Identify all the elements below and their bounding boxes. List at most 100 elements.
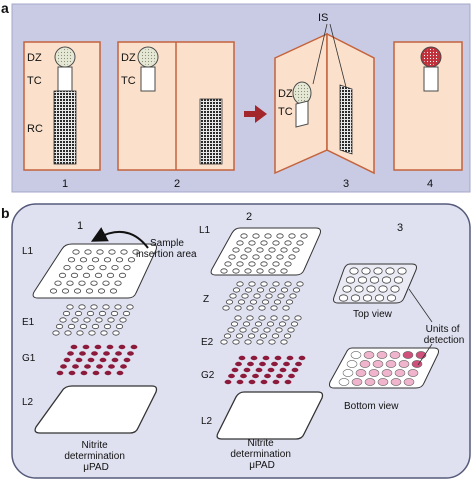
- l1-hole: [97, 288, 106, 294]
- bottom-view-well: [376, 351, 388, 359]
- l1-hole: [284, 240, 292, 246]
- g2-reagent-spot: [283, 361, 290, 367]
- l1-hole: [240, 233, 248, 239]
- top-view-well: [366, 285, 376, 293]
- g1-reagent-spot: [118, 344, 126, 350]
- l1-hole: [288, 254, 296, 260]
- g2-reagent-spot: [276, 373, 283, 379]
- bottom-view-well: [394, 369, 406, 377]
- g1-reagent-spot: [116, 370, 124, 376]
- col1-layer-l2-label: L2: [22, 397, 34, 408]
- e2-spot: [268, 339, 276, 345]
- col1-e1-spots: [52, 304, 134, 336]
- l1-hole: [66, 280, 74, 286]
- col2-z-spots: [222, 281, 304, 311]
- step1-dz-texture: [57, 49, 73, 65]
- z-spot: [292, 287, 301, 293]
- step2-dz-texture: [140, 49, 156, 65]
- e2-spot: [230, 321, 239, 327]
- l1-hole: [232, 247, 240, 253]
- z-spot: [244, 287, 253, 293]
- l1-hole: [236, 240, 244, 246]
- l1-hole: [108, 249, 116, 255]
- fold-arrow: [244, 105, 267, 123]
- l1-hole: [276, 233, 284, 239]
- top-view-well: [393, 276, 404, 284]
- g2-reagent-spot: [231, 367, 239, 373]
- e2-spot: [239, 327, 247, 333]
- units-of-detection-label: Units of detection: [424, 324, 465, 346]
- is-pointer-1: [312, 23, 328, 85]
- l1-hole: [272, 240, 280, 246]
- z-spot: [270, 305, 278, 311]
- column-3-views: Top view Bottom view Units of detection: [329, 263, 465, 412]
- g1-reagent-spot: [99, 357, 107, 363]
- l1-hole: [75, 264, 83, 271]
- g1-reagent-spot: [70, 344, 78, 350]
- l1-hole: [79, 257, 88, 263]
- e1-spot: [90, 304, 98, 310]
- g2-reagent-spot: [238, 355, 246, 361]
- e2-spot: [290, 321, 299, 327]
- l1-hole: [256, 268, 264, 274]
- g1-reagent-spot: [127, 351, 134, 356]
- g1-reagent-spot: [63, 357, 71, 363]
- g1-reagent-spot: [68, 370, 76, 376]
- z-spot: [229, 293, 237, 299]
- g2-reagent-spot: [272, 379, 280, 385]
- e2-spot: [283, 333, 292, 339]
- z-spot: [232, 287, 241, 293]
- g2-reagent-spot: [291, 367, 299, 373]
- z-spot: [296, 281, 304, 287]
- col1-layer-g1-label: G1: [22, 353, 36, 364]
- z-spot: [289, 293, 297, 299]
- l1-hole: [103, 257, 112, 263]
- e1-spot: [107, 317, 115, 323]
- l1-hole: [268, 268, 276, 274]
- g2-reagent-spot: [248, 379, 256, 385]
- g2-reagent-spot: [274, 355, 282, 361]
- bottom-view-well: [398, 360, 410, 368]
- l1-hole: [114, 280, 122, 286]
- l1-hole: [268, 247, 276, 253]
- g2-reagent-spot: [288, 373, 295, 379]
- l1-hole: [284, 261, 292, 267]
- z-spot: [253, 293, 261, 299]
- top-view-label: Top view: [353, 309, 393, 320]
- e2-spot: [256, 339, 264, 345]
- g2-reagent-spot: [260, 379, 268, 385]
- top-view-wells: [338, 267, 407, 302]
- l1-hole: [132, 249, 140, 255]
- column-2-number: 2: [246, 211, 252, 223]
- z-spot: [236, 281, 244, 287]
- z-spot: [258, 305, 266, 311]
- top-view-well: [349, 267, 359, 275]
- l1-hole: [248, 240, 256, 246]
- g1-reagent-spot: [106, 344, 114, 350]
- step3-transport-channel: [295, 100, 309, 128]
- top-view-well: [390, 285, 400, 293]
- l1-hole: [260, 261, 268, 267]
- e1-spot: [79, 323, 88, 330]
- g2-reagent-spot: [224, 379, 232, 385]
- g2-reagent-spot: [247, 361, 254, 367]
- l1-hole: [264, 233, 272, 239]
- e2-spot: [246, 315, 254, 321]
- g2-reagent-spot: [250, 355, 258, 361]
- bottom-view-well: [342, 369, 354, 377]
- l1-hole: [54, 280, 62, 286]
- l1-hole: [58, 272, 67, 278]
- is-pointer-2: [329, 23, 347, 88]
- l1-hole: [96, 249, 104, 255]
- l1-hole: [252, 233, 260, 239]
- col2-layer-g2-label: G2: [201, 370, 215, 381]
- l1-hole: [70, 272, 79, 278]
- top-view-well: [369, 276, 380, 284]
- bottom-view-well: [338, 378, 350, 386]
- col1-l1-holes: [49, 249, 140, 294]
- l1-hole: [94, 272, 103, 278]
- l1-hole: [280, 247, 288, 253]
- top-view-well: [345, 276, 356, 284]
- z-spot: [268, 287, 277, 293]
- g2-reagent-spot: [284, 379, 292, 385]
